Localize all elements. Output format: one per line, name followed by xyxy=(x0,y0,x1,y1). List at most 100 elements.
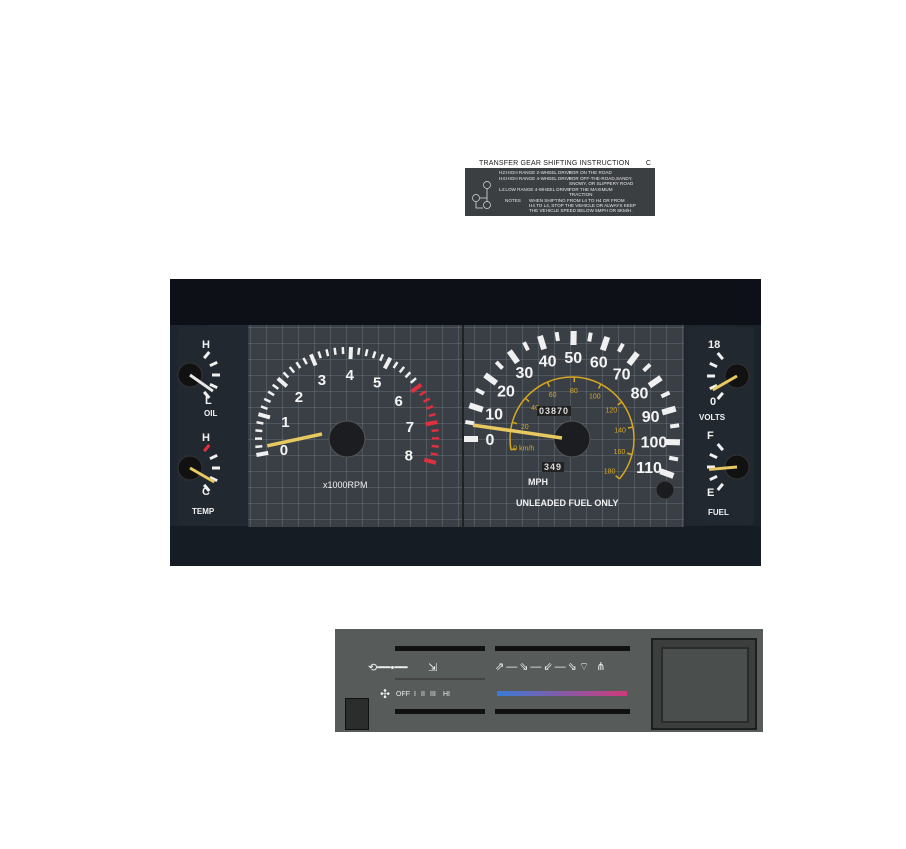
odometer: 03870 xyxy=(537,406,572,416)
oil-tick xyxy=(202,351,211,360)
speed-label: 110 xyxy=(636,460,662,477)
climate-control-panel: ⟲━━•━━ ⇲ ⇗⁠—⇘—⇙—⇘⌔ ⋔ ✣ OFF I II III HI xyxy=(335,629,763,732)
speed-tick xyxy=(626,351,640,367)
kmh-tick xyxy=(617,401,623,406)
fan-speed-hi[interactable]: HI xyxy=(443,691,450,698)
speed-tick xyxy=(475,387,485,396)
speed-tick xyxy=(669,423,680,429)
top-right-slot xyxy=(495,646,630,651)
speed-tick xyxy=(661,405,677,416)
tach-tick xyxy=(260,405,268,411)
blank-switch-cover[interactable] xyxy=(661,647,749,723)
fuel-full-label: F xyxy=(707,430,714,442)
transfer-notes-label: NOTES xyxy=(505,198,521,203)
kmh-tick xyxy=(510,448,516,451)
speed-tick xyxy=(647,375,663,389)
recirculate-icon[interactable]: ⟲━━•━━ xyxy=(368,662,408,674)
speed-label: 80 xyxy=(631,386,649,403)
volts-high-label: 18 xyxy=(708,339,721,351)
speed-tick xyxy=(522,341,530,352)
tach-tick xyxy=(295,361,302,369)
tach-tick xyxy=(263,397,272,404)
tach-tick xyxy=(430,452,438,457)
speed-tick xyxy=(642,363,652,373)
fresh-air-icon[interactable]: ⇲ xyxy=(428,662,438,674)
speed-label: 70 xyxy=(613,367,631,384)
speed-tick xyxy=(506,349,520,365)
tach-tick xyxy=(425,420,438,427)
tach-tick xyxy=(255,429,263,433)
speed-tick xyxy=(660,390,671,399)
bottom-left-slot xyxy=(395,709,485,714)
volts-tick xyxy=(709,383,718,391)
temp-needle xyxy=(189,466,215,484)
transfer-gear-label: TRANSFER GEAR SHIFTING INSTRUCTION C H2:… xyxy=(465,160,655,216)
fan-knob[interactable] xyxy=(345,698,369,730)
fuel-note: UNLEADED FUEL ONLY xyxy=(516,498,619,508)
speed-label: 100 xyxy=(641,435,668,452)
kmh-tick xyxy=(524,397,530,403)
tach-tick xyxy=(422,397,431,403)
tach-tick xyxy=(276,376,289,388)
tach-tick xyxy=(409,377,417,384)
transfer-label-title: TRANSFER GEAR SHIFTING INSTRUCTION C xyxy=(479,160,652,167)
oil-needle xyxy=(189,373,214,393)
fan-speed-off[interactable]: OFF xyxy=(396,691,410,698)
fuel-needle xyxy=(708,465,738,471)
kmh-label: 40 xyxy=(531,405,539,412)
tach-label: 2 xyxy=(295,389,303,406)
speed-label: 60 xyxy=(590,355,608,372)
transfer-note: H4 TO L4, STOP THE VEHICLE OR ALWAYS KEE… xyxy=(529,203,636,208)
fuel-gauge-label: FUEL xyxy=(708,508,729,517)
transfer-row-use: FOR ON THE ROAD xyxy=(569,170,612,175)
kmh-label: 180 xyxy=(604,468,616,475)
oil-gauge-label: OIL xyxy=(204,409,218,418)
bottom-right-slot xyxy=(495,709,630,714)
left-gauge-pod xyxy=(178,327,243,525)
speed-tick xyxy=(554,331,560,342)
transfer-row: H4:HIGH RANGE 4-WHEEL DRIVE xyxy=(499,176,573,181)
kmh-label: 80 xyxy=(570,388,578,395)
tach-tick xyxy=(317,351,322,359)
tach-label: 1 xyxy=(281,414,289,431)
tach-tick xyxy=(428,412,436,418)
tach-tick xyxy=(309,353,318,367)
tach-tick xyxy=(302,357,308,365)
tach-tick xyxy=(379,353,385,362)
speed-tick xyxy=(468,402,484,413)
fan-speed-2[interactable]: II xyxy=(421,691,425,698)
volts-tick xyxy=(716,352,725,361)
tach-tick xyxy=(325,349,330,357)
temperature-gradient-bar[interactable] xyxy=(497,691,627,696)
speed-tick xyxy=(494,360,504,370)
tach-tick xyxy=(282,371,290,379)
blank-switch-panel xyxy=(651,638,757,730)
speed-label: 90 xyxy=(642,409,660,426)
speed-label: 10 xyxy=(485,406,503,423)
auxiliary-gauges xyxy=(177,351,750,492)
tach-tick xyxy=(419,390,427,397)
oil-tick xyxy=(209,382,218,390)
tach-label: 0 xyxy=(280,442,288,459)
kmh-arc xyxy=(509,376,635,480)
speed-tick xyxy=(599,335,611,352)
transfer-row: L4:LOW RANGE 4-WHEEL DRIVE xyxy=(499,187,571,192)
tach-tick xyxy=(288,366,296,374)
top-left-slot xyxy=(395,646,485,651)
speed-tick xyxy=(659,468,675,479)
fan-speed-3[interactable]: III xyxy=(430,691,436,698)
speed-tick xyxy=(587,332,593,342)
tach-tick xyxy=(271,383,280,390)
tach-tick xyxy=(423,457,437,465)
kmh-tick xyxy=(615,475,620,480)
mode-icons[interactable]: ⇗⁠—⇘—⇙—⇘⌔ ⋔ xyxy=(495,661,608,673)
fan-speed-1[interactable]: I xyxy=(414,691,416,698)
speed-needle xyxy=(472,423,563,440)
kmh-label: 140 xyxy=(614,428,626,435)
tach-tick xyxy=(431,428,439,433)
transfer-note: THE VEHICLE SPEED BELOW 5MPH OR 8KM/H. xyxy=(529,208,633,213)
oil-tick xyxy=(202,390,211,399)
tach-tick xyxy=(256,421,264,425)
